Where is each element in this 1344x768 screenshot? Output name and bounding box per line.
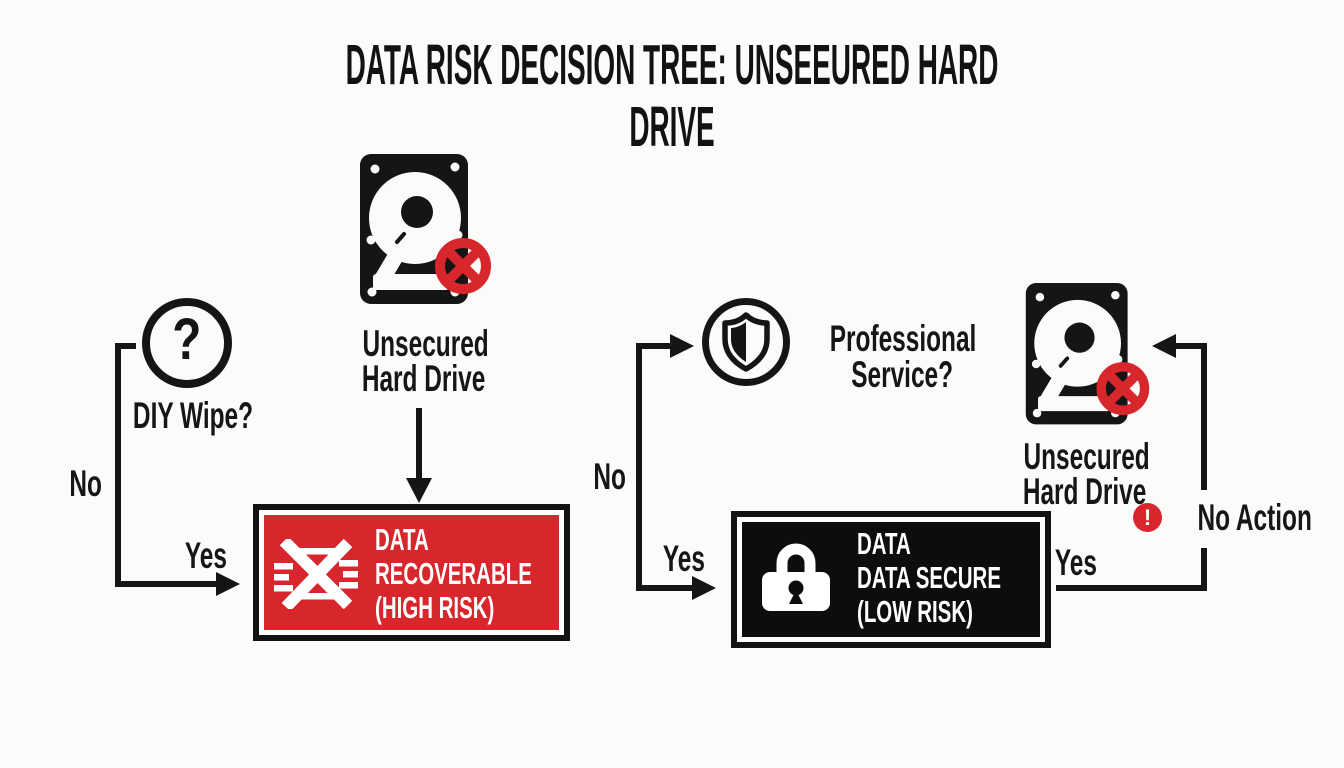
loop-connector-upper	[1172, 343, 1207, 490]
secure-line3: (LOW RISK)	[857, 594, 973, 629]
page-title: DATA RISK DECISION TREE: UNSEEURED HARD …	[345, 33, 999, 159]
professional-service-label: Professional Service?	[829, 318, 977, 395]
service-connector-path	[636, 343, 696, 591]
diy-yes-arrowhead	[216, 572, 240, 596]
high-risk-line1: DATA	[375, 522, 429, 557]
diy-yes-label: Yes	[184, 535, 228, 576]
secure-box: DATA DATA SECURE (LOW RISK)	[731, 511, 1051, 648]
no-action-label: No Action	[1197, 497, 1312, 538]
drive-down-arrowhead	[406, 478, 432, 503]
service-yes-label: Yes	[662, 538, 706, 579]
high-risk-box: DATA RECOVERABLE (HIGH RISK)	[253, 504, 570, 641]
service-no-label: No	[593, 456, 627, 497]
question-mark-icon: ?	[172, 307, 202, 372]
unsecured-drive-icon-right	[1022, 279, 1154, 434]
secure-yes-label: Yes	[1054, 542, 1098, 583]
unsecured-drive-icon-top	[356, 150, 496, 314]
lock-icon	[762, 543, 830, 611]
exclamation-icon: !	[1133, 503, 1162, 532]
service-yes-arrowhead	[692, 576, 716, 600]
crossed-data-icon	[274, 539, 358, 609]
shield-icon	[722, 312, 770, 372]
secure-line2: DATA SECURE	[857, 560, 1001, 595]
high-risk-line3: (HIGH RISK)	[375, 590, 495, 625]
diy-connector-path	[115, 343, 220, 587]
service-no-arrowhead	[670, 334, 694, 358]
high-risk-text: DATA RECOVERABLE (HIGH RISK)	[375, 523, 613, 625]
loop-connector-lower	[1056, 548, 1207, 591]
shield-badge	[702, 298, 790, 386]
secure-line1: DATA	[857, 526, 911, 561]
diy-wipe-label: DIY Wipe?	[132, 395, 254, 436]
unsecured-drive-label-right: Unsecured Hard Drive	[1022, 436, 1150, 512]
secure-text: DATA DATA SECURE (LOW RISK)	[857, 527, 1075, 629]
diy-no-label: No	[69, 463, 103, 504]
unsecured-drive-label-top: Unsecured Hard Drive	[361, 323, 489, 399]
high-risk-line2: RECOVERABLE	[375, 556, 532, 591]
loop-back-arrowhead	[1152, 334, 1176, 358]
question-badge: ?	[142, 298, 232, 388]
